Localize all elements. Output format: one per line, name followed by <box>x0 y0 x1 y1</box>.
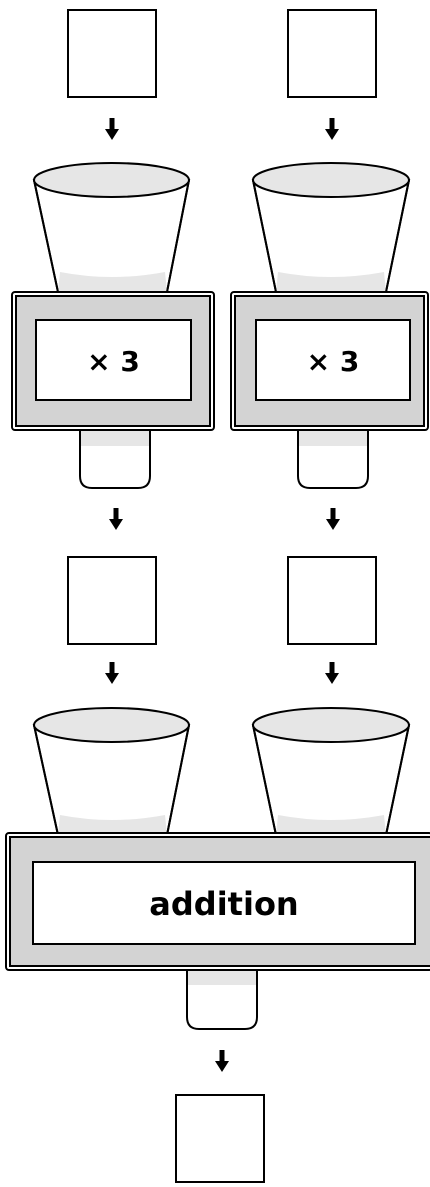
output-box[interactable] <box>175 1094 265 1183</box>
spout-left <box>79 427 151 489</box>
machine-frame-addition: addition <box>5 832 430 971</box>
input-box-right[interactable] <box>287 9 377 98</box>
arrow-down-icon <box>325 118 339 140</box>
arrow-down-icon <box>326 508 340 530</box>
arrow-down-icon <box>105 662 119 684</box>
input-box-left[interactable] <box>67 9 157 98</box>
machine-label-addition: addition <box>149 885 298 923</box>
arrow-down-icon <box>325 662 339 684</box>
machine-label-left: × 3 <box>87 345 140 378</box>
funnel-right-top <box>251 162 411 293</box>
spout-addition <box>186 966 258 1030</box>
arrow-down-icon <box>105 118 119 140</box>
intermediate-box-left[interactable] <box>67 556 157 645</box>
funnel-left-bottom <box>32 707 191 836</box>
funnel-right-bottom <box>251 707 411 836</box>
intermediate-box-right[interactable] <box>287 556 377 645</box>
machine-frame-left: × 3 <box>11 291 215 431</box>
arrow-down-icon <box>215 1050 229 1072</box>
spout-right <box>297 427 369 489</box>
machine-label-right: × 3 <box>307 345 360 378</box>
machine-frame-right: × 3 <box>230 291 429 431</box>
arrow-down-icon <box>109 508 123 530</box>
funnel-left-top <box>32 162 191 293</box>
